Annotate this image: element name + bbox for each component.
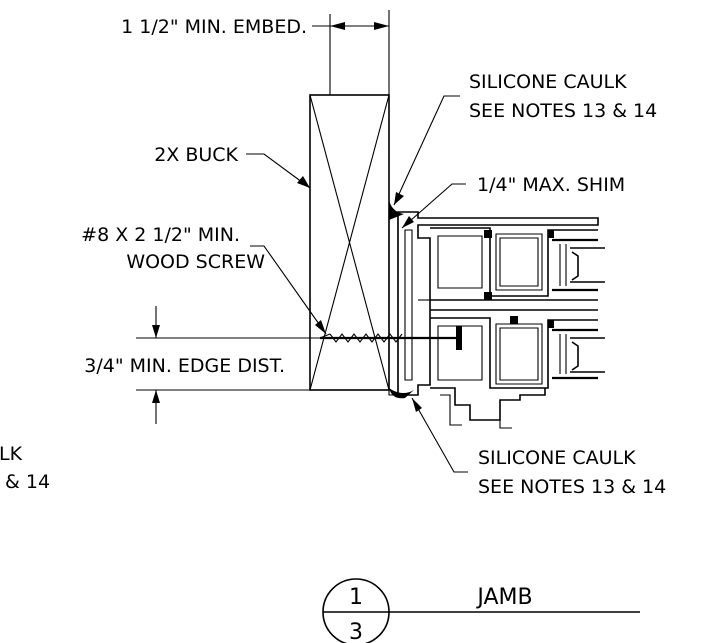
detail-title: JAMB — [475, 585, 532, 610]
detail-callout — [322, 578, 640, 643]
caulk-bead-bottom — [389, 388, 414, 399]
detail-sheet: 3 — [349, 620, 363, 643]
caulk-top-label-line2: SEE NOTES 13 & 14 — [469, 100, 657, 122]
edge-distance-label: 3/4" MIN. EDGE DIST. — [84, 355, 285, 377]
caulk-bottom-label-line1: SILICONE CAULK — [478, 447, 636, 469]
buck-label: 2X BUCK — [154, 144, 238, 166]
screw-label-line2: WOOD SCREW — [126, 251, 265, 273]
shim — [388, 211, 399, 396]
shim-label: 1/4" MAX. SHIM — [477, 174, 625, 196]
embed-dimension — [312, 22, 389, 30]
screw-label-line1: #8 X 2 1/2" MIN. — [81, 224, 240, 246]
wood-screw — [319, 326, 462, 350]
caulk-bead-top — [389, 200, 404, 220]
caulk-top-label-line1: SILICONE CAULK — [469, 71, 627, 93]
embed-label: 1 1/2" MIN. EMBED. — [121, 16, 307, 38]
caulk-top-leader — [393, 95, 460, 206]
shim-leader — [401, 183, 466, 229]
caulk-left-label-line1: LK — [0, 443, 23, 465]
buck-leader — [246, 153, 311, 189]
wood-buck — [309, 10, 390, 391]
window-frame-profile — [397, 211, 605, 429]
edge-distance-dimension — [136, 306, 320, 424]
caulk-bottom-label-line2: SEE NOTES 13 & 14 — [478, 476, 666, 498]
detail-number: 1 — [349, 585, 363, 610]
caulk-left-label-line2: & 14 — [5, 471, 50, 493]
screw-leader — [250, 245, 327, 335]
caulk-bottom-leader — [411, 397, 468, 473]
